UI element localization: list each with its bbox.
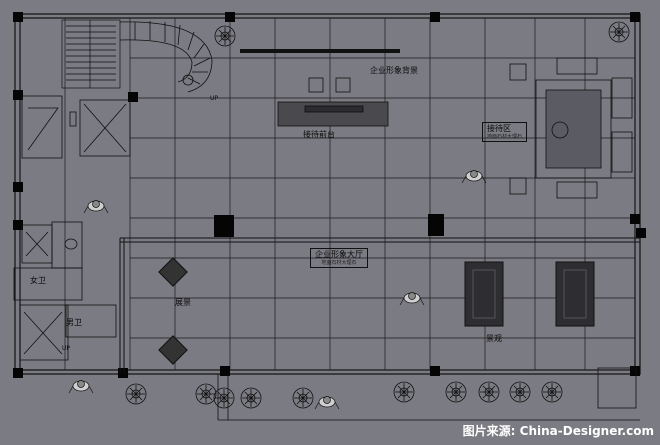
structural-columns	[13, 12, 646, 378]
floor-grid	[19, 17, 636, 371]
label-lounge: 接待区 地面石材大理石	[482, 122, 528, 142]
lounge-area	[509, 57, 633, 199]
straight-staircase	[61, 19, 121, 89]
watermark: 图片来源: China-Designer.com	[462, 424, 654, 438]
elevator-shafts	[21, 95, 131, 159]
label-lounge-title: 接待区	[487, 124, 511, 133]
feature-wall	[240, 49, 400, 53]
label-display-left: 展景	[175, 298, 191, 307]
spiral-staircase	[119, 21, 213, 93]
label-hall: 企业形象大厅 地面石材大理石	[310, 248, 368, 268]
potted-plants	[125, 21, 630, 409]
label-hall-title: 企业形象大厅	[315, 250, 363, 259]
label-wc-left: 女卫	[30, 276, 46, 285]
label-reception-desk: 接待前台	[303, 130, 335, 139]
balcony	[217, 367, 640, 421]
label-hall-sub: 地面石材大理石	[321, 260, 357, 266]
restrooms	[13, 221, 117, 361]
partition-wall	[119, 237, 640, 374]
label-feature-wall: 企业形象背景	[370, 66, 418, 75]
label-stair-up: UP	[210, 95, 219, 102]
person-figures	[68, 170, 487, 410]
label-wc-right: 男卫	[66, 318, 82, 327]
label-lobby-up: UP	[62, 345, 71, 352]
decor-items	[158, 214, 595, 365]
label-lounge-sub: 地面石材大理石	[487, 134, 523, 140]
label-display-right: 景观	[486, 334, 502, 343]
reception-desk	[277, 77, 389, 127]
